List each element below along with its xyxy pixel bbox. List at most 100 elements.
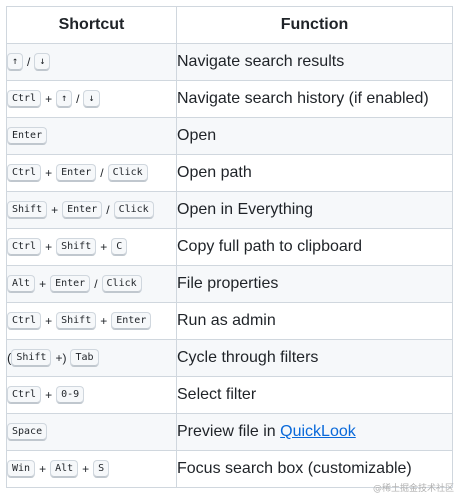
- function-cell: Preview file in QuickLook: [176, 413, 453, 451]
- key-cap: S: [93, 460, 110, 478]
- key-cap: Ctrl: [7, 164, 42, 182]
- function-cell: Focus search box (customizable): [176, 450, 453, 488]
- function-text: Open path: [177, 164, 252, 181]
- function-cell: Run as admin: [176, 302, 453, 340]
- key-cap: Enter: [62, 201, 103, 219]
- shortcut-cell: Ctrl+↑/↓: [6, 80, 177, 118]
- key-separator: +: [100, 314, 108, 328]
- function-text: Cycle through filters: [177, 349, 319, 366]
- function-cell: Open in Everything: [176, 191, 453, 229]
- shortcut-cell: Ctrl+Shift+C: [6, 228, 177, 266]
- function-cell: Select filter: [176, 376, 453, 414]
- key-cap: Ctrl: [7, 386, 42, 404]
- key-separator: /: [76, 92, 80, 106]
- key-separator: /: [106, 203, 110, 217]
- function-cell: Open: [176, 117, 453, 155]
- key-cap: Click: [113, 201, 154, 219]
- shortcut-cell: Shift+Enter/Click: [6, 191, 177, 229]
- key-separator: +: [82, 462, 90, 476]
- key-separator: (: [7, 350, 12, 366]
- key-cap: ↓: [34, 53, 51, 71]
- key-separator: +: [45, 388, 53, 402]
- table-row: Space Preview file in QuickLook: [6, 413, 453, 451]
- shortcut-cell: Win+Alt+S: [6, 450, 177, 488]
- function-text: Preview file in: [177, 423, 281, 440]
- key-cap: Enter: [50, 275, 91, 293]
- function-text: Navigate search results: [177, 53, 345, 70]
- function-text: Open: [177, 127, 217, 144]
- key-cap: Space: [7, 423, 48, 441]
- function-text: Run as admin: [177, 312, 276, 329]
- function-cell: Open path: [176, 154, 453, 192]
- key-cap: Ctrl: [7, 90, 42, 108]
- key-cap: Click: [101, 275, 142, 293]
- key-separator: +: [45, 314, 53, 328]
- key-cap: Enter: [56, 164, 97, 182]
- key-cap: Alt: [7, 275, 36, 293]
- key-separator: +: [45, 92, 53, 106]
- shortcut-cell: Enter: [6, 117, 177, 155]
- key-cap: Tab: [70, 349, 99, 367]
- function-text: Open in Everything: [177, 201, 314, 218]
- key-cap: Enter: [7, 127, 48, 145]
- key-separator: +: [39, 277, 47, 291]
- key-cap: ↑: [7, 53, 24, 71]
- key-cap: Click: [107, 164, 148, 182]
- table-header-row: Shortcut Function: [6, 6, 453, 44]
- key-cap: Shift: [56, 312, 97, 330]
- shortcut-cell: Ctrl+Shift+Enter: [6, 302, 177, 340]
- shortcut-cell: Ctrl+Enter/Click: [6, 154, 177, 192]
- key-cap: ↑: [56, 90, 73, 108]
- key-separator: +: [100, 240, 108, 254]
- shortcut-cell: ↑/↓: [6, 43, 177, 81]
- shortcuts-table: Shortcut Function ↑/↓Navigate search res…: [6, 6, 453, 488]
- key-separator: +): [55, 351, 67, 365]
- shortcut-cell: Ctrl+0-9: [6, 376, 177, 414]
- function-text: Copy full path to clipboard: [177, 238, 362, 255]
- key-separator: +: [45, 240, 53, 254]
- key-cap: Shift: [11, 349, 52, 367]
- header-shortcut: Shortcut: [6, 6, 177, 44]
- quicklook-link[interactable]: QuickLook: [280, 423, 356, 440]
- key-cap: Alt: [50, 460, 79, 478]
- key-separator: +: [45, 166, 53, 180]
- key-cap: Ctrl: [7, 238, 42, 256]
- function-cell: Copy full path to clipboard: [176, 228, 453, 266]
- key-cap: Ctrl: [7, 312, 42, 330]
- key-cap: Shift: [7, 201, 48, 219]
- function-cell: Navigate search history (if enabled): [176, 80, 453, 118]
- key-cap: Win: [7, 460, 36, 478]
- function-text: Navigate search history (if enabled): [177, 90, 429, 107]
- key-separator: /: [94, 277, 98, 291]
- function-text: Select filter: [177, 386, 257, 403]
- key-cap: Enter: [111, 312, 152, 330]
- table-row: ↑/↓Navigate search results: [6, 43, 453, 81]
- table-row: Enter Open: [6, 117, 453, 155]
- shortcut-cell: Space: [6, 413, 177, 451]
- key-cap: 0-9: [56, 386, 85, 404]
- shortcut-cell: Alt+Enter/Click: [6, 265, 177, 303]
- key-separator: +: [39, 462, 47, 476]
- function-cell: File properties: [176, 265, 453, 303]
- function-text: Focus search box (customizable): [177, 460, 412, 477]
- key-cap: ↓: [83, 90, 100, 108]
- watermark: @稀土掘金技术社区: [372, 484, 454, 494]
- header-function: Function: [176, 6, 453, 44]
- shortcut-cell: (Shift+)Tab: [6, 339, 177, 377]
- function-cell: Cycle through filters: [176, 339, 453, 377]
- key-separator: /: [100, 166, 104, 180]
- function-cell: Navigate search results: [176, 43, 453, 81]
- key-cap: Shift: [56, 238, 97, 256]
- key-cap: C: [111, 238, 128, 256]
- table-row: Ctrl+↑/↓Navigate search history (if enab…: [6, 80, 453, 118]
- key-separator: +: [51, 203, 59, 217]
- key-separator: /: [27, 55, 31, 69]
